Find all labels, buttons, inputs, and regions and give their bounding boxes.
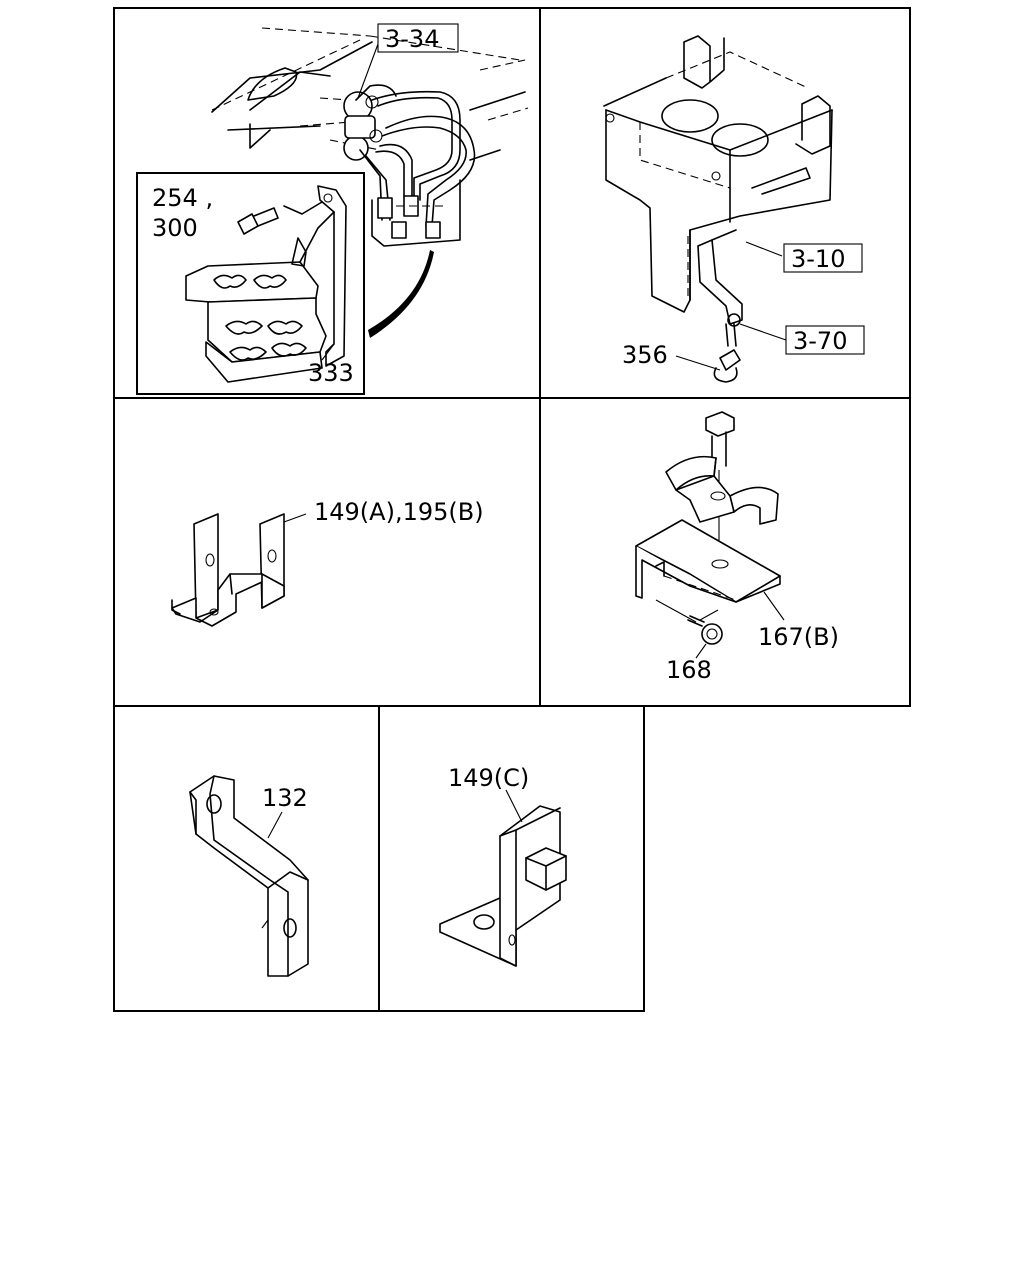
callout-3-10: 3-10 <box>783 243 863 273</box>
bracket-149c-drawing <box>439 789 567 967</box>
valve-assembly-drawing <box>211 27 529 338</box>
callout-3-34-label: 3-34 <box>385 25 439 53</box>
callout-168-label: 168 <box>666 656 712 684</box>
inset-box <box>136 172 365 395</box>
callout-333-label: 333 <box>308 359 354 387</box>
bracket-149ab-drawing <box>171 513 307 627</box>
callout-300-label: 300 <box>152 214 198 242</box>
callout-3-34: 3-34 <box>377 23 459 53</box>
callout-356-label: 356 <box>622 341 668 369</box>
callout-132-label: 132 <box>262 784 308 812</box>
callout-leaders <box>357 43 787 371</box>
callout-3-70-label: 3-70 <box>793 327 847 355</box>
callout-3-70: 3-70 <box>785 325 865 355</box>
callout-167b-label: 167(B) <box>758 623 839 651</box>
bracket-132-drawing <box>189 775 309 977</box>
bracket-333-drawing <box>185 185 347 383</box>
callout-3-10-label: 3-10 <box>791 245 845 273</box>
tank-drawing <box>603 35 833 383</box>
callout-149c-label: 149(C) <box>448 764 529 792</box>
callout-149ab-label: 149(A),195(B) <box>314 498 484 526</box>
clamp-167b-drawing <box>635 411 785 659</box>
callout-254-label: 254 , <box>152 184 213 212</box>
panel-frames <box>113 7 911 1012</box>
